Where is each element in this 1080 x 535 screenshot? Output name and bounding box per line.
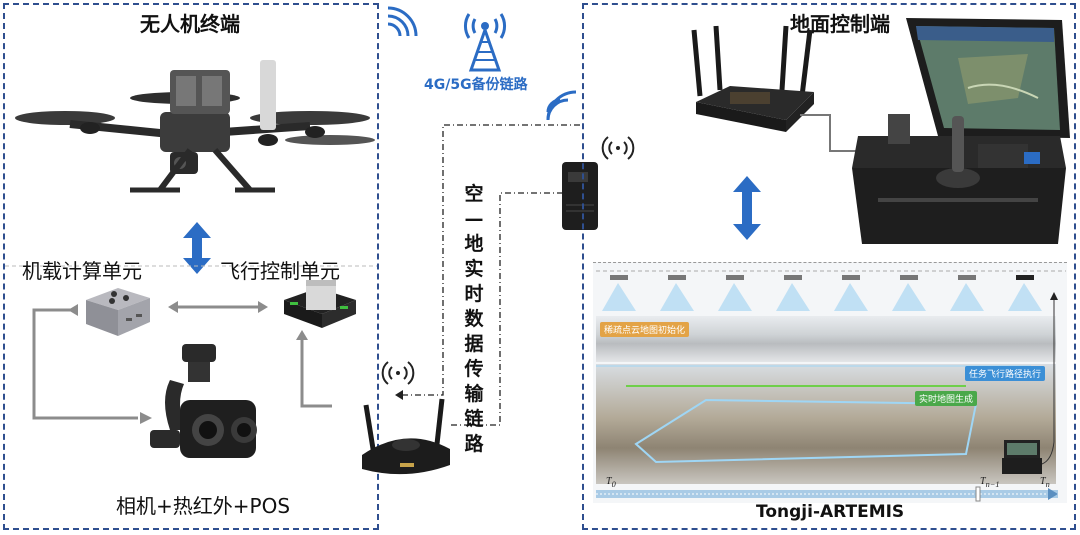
camera-gimbal-image [150, 344, 257, 458]
flight-camera-arrow [296, 330, 332, 408]
timeline-bar [596, 486, 1058, 502]
ground-control-title: 地面控制端 [790, 12, 890, 36]
signal-icon-mid [546, 90, 577, 121]
router-image [362, 398, 450, 475]
mini-station-image [1002, 440, 1042, 474]
backup-link-label: 4G/5G备份链路 [424, 77, 528, 93]
map-tag: 实时地图生成 [915, 391, 978, 406]
link-path [395, 124, 580, 426]
time-tn1: Tn−1 [980, 476, 1000, 489]
sensors-label: 相机+热红外+POS [116, 494, 291, 518]
time-t0: T0 [606, 476, 616, 489]
drone-terminal-panel [3, 3, 379, 530]
signal-icon-top [387, 6, 418, 37]
signal-icon-router [381, 361, 415, 385]
mini-drone-link [1041, 292, 1058, 465]
router-connector-line [800, 114, 858, 152]
drone-terminal-title: 无人机终端 [140, 12, 240, 36]
double-arrow-icon-right [733, 176, 761, 240]
cell-tower-icon [464, 13, 506, 72]
separator-line [5, 265, 377, 267]
ground-router-image [691, 25, 814, 132]
pointcloud-tag: 稀疏点云地图初始化 [600, 322, 690, 337]
flight-control-label: 飞行控制单元 [220, 259, 340, 283]
time-tn: Tn [1040, 476, 1050, 489]
compute-camera-arrow [32, 304, 152, 424]
drone-image [15, 60, 375, 193]
map-outline [596, 365, 1031, 464]
onboard-compute-label: 机载计算单元 [22, 259, 142, 283]
relay-device-image [562, 162, 598, 230]
compute-unit-image [86, 288, 150, 336]
signal-icon-relay [601, 136, 635, 160]
artemis-title: Tongji-ARTEMIS [756, 502, 905, 522]
path-tag: 任务飞行路径执行 [965, 366, 1046, 381]
realtime-map-area [596, 364, 1056, 484]
realtime-link-label: 空—地实时数据传输链路 [464, 183, 484, 455]
flight-controller-image [284, 280, 356, 328]
compute-flight-arrow [168, 301, 268, 313]
ground-station-image [852, 18, 1070, 244]
ground-control-panel [582, 3, 1076, 530]
double-arrow-icon [183, 222, 211, 274]
drone-trajectory-row [596, 270, 1066, 311]
